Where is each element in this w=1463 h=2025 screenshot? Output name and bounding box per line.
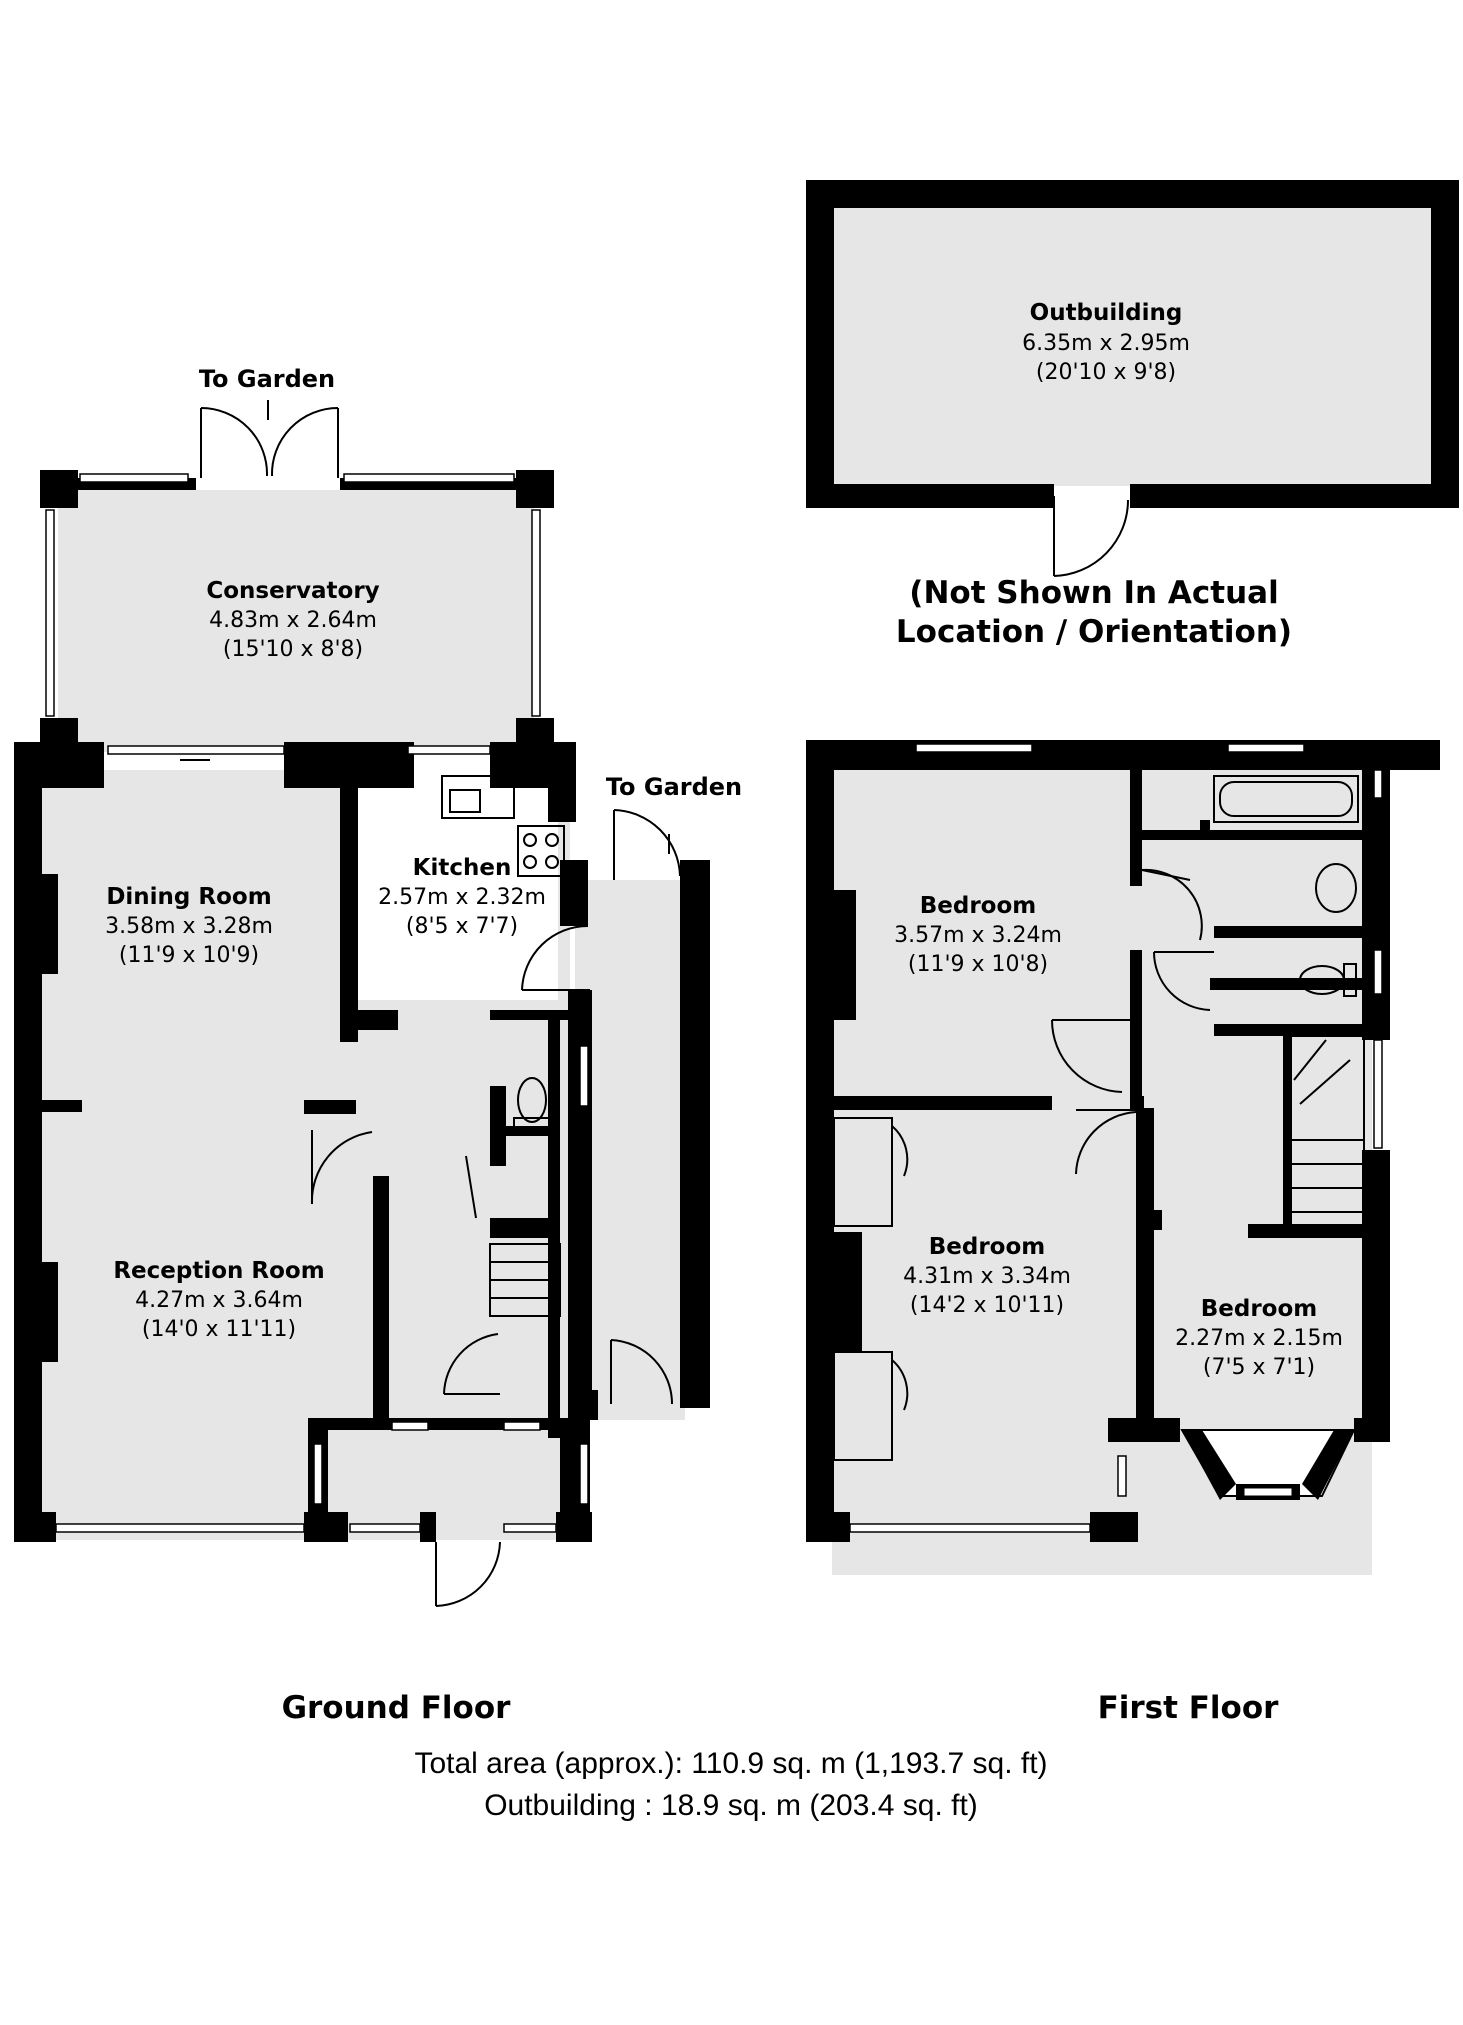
reception-room-name: Reception Room [113, 1258, 324, 1284]
conservatory-imperial: (15'10 x 8'8) [223, 637, 363, 662]
to-garden-top-label: To Garden [199, 365, 335, 393]
outbuilding-imperial: (20'10 x 9'8) [1036, 360, 1176, 385]
first-floor-doors [833, 775, 1365, 1461]
conservatory-metric: 4.83m x 2.64m [209, 608, 377, 633]
reception-room-metric: 4.27m x 3.64m [135, 1288, 303, 1313]
outbuilding-name: Outbuilding [1030, 300, 1183, 326]
side-passage-floor [575, 880, 685, 1420]
dining-room-metric: 3.58m x 3.28m [105, 914, 273, 939]
bedroom-1-imperial: (11'9 x 10'8) [908, 952, 1048, 977]
ground-floor-title: Ground Floor [282, 1690, 512, 1726]
conservatory-name: Conservatory [206, 578, 379, 604]
not-shown-note-line2: Location / Orientation) [896, 614, 1292, 650]
bedroom-1-name: Bedroom [920, 893, 1037, 919]
outbuilding-metric: 6.35m x 2.95m [1022, 331, 1190, 356]
total-area: Total area (approx.): 110.9 sq. m (1,193… [414, 1747, 1047, 1780]
kitchen-floor [358, 770, 558, 1000]
bedroom-2-metric: 4.31m x 3.34m [903, 1264, 1071, 1289]
kitchen-imperial: (8'5 x 7'7) [406, 914, 518, 939]
reception-room-imperial: (14'0 x 11'11) [142, 1317, 296, 1342]
ground-floor-walls [14, 470, 710, 1542]
outbuilding-floor [832, 208, 1432, 486]
kitchen-name: Kitchen [413, 855, 512, 881]
bedroom-2-imperial: (14'2 x 10'11) [910, 1293, 1064, 1318]
bedroom-3-imperial: (7'5 x 7'1) [1203, 1355, 1315, 1380]
first-floor-title: First Floor [1098, 1690, 1280, 1726]
bedroom-3-metric: 2.27m x 2.15m [1175, 1326, 1343, 1351]
ground-floor-doors [180, 400, 681, 1607]
outbuilding-door [1053, 496, 1129, 577]
not-shown-note-line1: (Not Shown In Actual [909, 575, 1278, 611]
kitchen-metric: 2.57m x 2.32m [378, 885, 546, 910]
first-floor-walls [806, 740, 1440, 1542]
first-floor-windows [849, 743, 1383, 1533]
bedroom-1-metric: 3.57m x 3.24m [894, 923, 1062, 948]
dining-room-imperial: (11'9 x 10'9) [119, 943, 259, 968]
outbuilding-walls [806, 180, 1459, 508]
ground-floor-windows [45, 473, 589, 1533]
conservatory-floor [58, 490, 534, 752]
bedroom-2-name: Bedroom [929, 1234, 1046, 1260]
to-garden-side-label: To Garden [606, 773, 742, 801]
bedroom-3-name: Bedroom [1201, 1296, 1318, 1322]
dining-room-name: Dining Room [106, 884, 271, 910]
dining-reception-floor [40, 770, 340, 1540]
bay-window [1180, 1429, 1356, 1500]
outbuilding-area: Outbuilding : 18.9 sq. m (203.4 sq. ft) [484, 1789, 978, 1822]
